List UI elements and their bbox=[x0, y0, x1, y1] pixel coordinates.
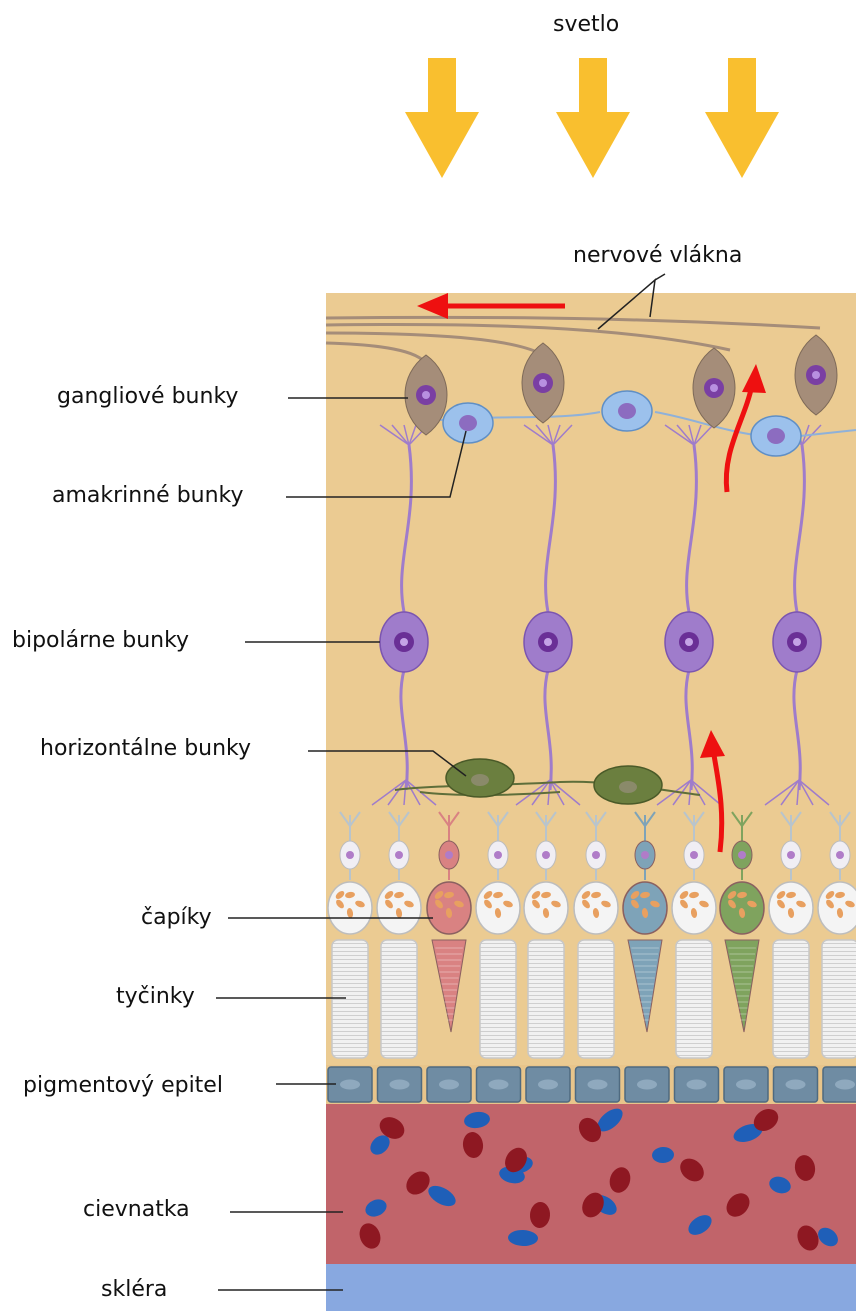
horizontal-nucleus bbox=[619, 781, 637, 793]
bipolar-nucleolus bbox=[544, 638, 552, 646]
photoreceptor-nucleus bbox=[592, 851, 600, 859]
pigment-cell-nucleus bbox=[538, 1080, 558, 1090]
light-arrow bbox=[405, 58, 479, 178]
photoreceptor-inner-segment bbox=[720, 882, 764, 934]
horizontal-nucleus bbox=[471, 774, 489, 786]
photoreceptor-nucleus bbox=[494, 851, 502, 859]
bipolar-nucleolus bbox=[685, 638, 693, 646]
photoreceptor-inner-segment bbox=[672, 882, 716, 934]
pigment-cell-nucleus bbox=[390, 1080, 410, 1090]
photoreceptor-inner-segment bbox=[623, 882, 667, 934]
pigment-cell-nucleus bbox=[439, 1080, 459, 1090]
photoreceptor-nucleus bbox=[346, 851, 354, 859]
amacrine-nucleus bbox=[618, 403, 636, 419]
photoreceptor-inner-segment bbox=[476, 882, 520, 934]
photoreceptor-inner-segment bbox=[377, 882, 421, 934]
light-arrows bbox=[405, 58, 779, 178]
pigment-cell-nucleus bbox=[489, 1080, 509, 1090]
ganglion-nucleolus bbox=[812, 371, 820, 379]
photoreceptor-nucleus bbox=[738, 851, 746, 859]
photoreceptor-nucleus bbox=[836, 851, 844, 859]
pigment-cell-nucleus bbox=[835, 1080, 855, 1090]
pigment-cell-nucleus bbox=[588, 1080, 608, 1090]
light-arrow bbox=[705, 58, 779, 178]
photoreceptor-inner-segment bbox=[328, 882, 372, 934]
photoreceptor-nucleus bbox=[787, 851, 795, 859]
sclera-layer bbox=[326, 1264, 856, 1311]
photoreceptor-inner-segment bbox=[818, 882, 856, 934]
photoreceptor-inner-segment bbox=[427, 882, 471, 934]
amacrine-nucleus bbox=[459, 415, 477, 431]
ganglion-nucleolus bbox=[710, 384, 718, 392]
pigment-cell-nucleus bbox=[637, 1080, 657, 1090]
rod-outer-segment bbox=[332, 940, 368, 1058]
photoreceptor-inner-segment bbox=[769, 882, 813, 934]
rod-outer-segment bbox=[528, 940, 564, 1058]
photoreceptor-nucleus bbox=[395, 851, 403, 859]
ganglion-nucleolus bbox=[539, 379, 547, 387]
ganglion-nucleolus bbox=[422, 391, 430, 399]
rod-outer-segment bbox=[773, 940, 809, 1058]
pigment-cell-nucleus bbox=[687, 1080, 707, 1090]
pigment-epithelium-cells bbox=[328, 1067, 856, 1102]
photoreceptor-nucleus bbox=[542, 851, 550, 859]
rod-outer-segment bbox=[578, 940, 614, 1058]
photoreceptor-nucleus bbox=[641, 851, 649, 859]
rod-outer-segment bbox=[822, 940, 856, 1058]
pigment-cell-nucleus bbox=[786, 1080, 806, 1090]
photoreceptor-inner-segment bbox=[524, 882, 568, 934]
rod-outer-segment bbox=[676, 940, 712, 1058]
rod-outer-segment bbox=[381, 940, 417, 1058]
photoreceptor-nucleus bbox=[445, 851, 453, 859]
rod-outer-segment bbox=[480, 940, 516, 1058]
bipolar-nucleolus bbox=[400, 638, 408, 646]
pigment-cell-nucleus bbox=[736, 1080, 756, 1090]
bipolar-nucleolus bbox=[793, 638, 801, 646]
light-arrow bbox=[556, 58, 630, 178]
photoreceptor-nucleus bbox=[690, 851, 698, 859]
amacrine-nucleus bbox=[767, 428, 785, 444]
pigment-cell-nucleus bbox=[340, 1080, 360, 1090]
photoreceptor-inner-segment bbox=[574, 882, 618, 934]
